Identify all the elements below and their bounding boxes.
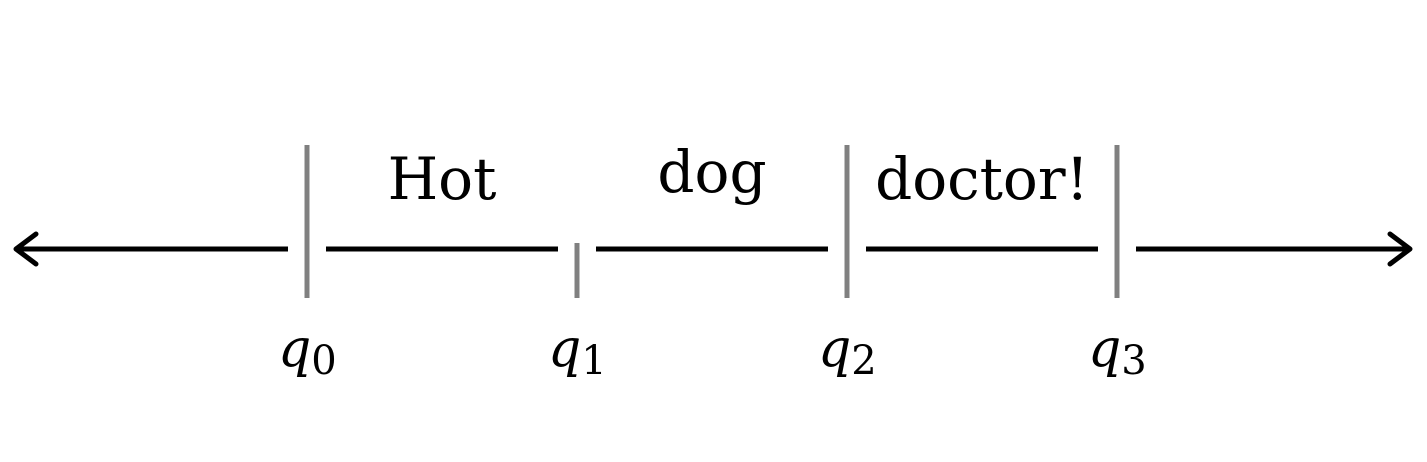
marker-symbol: q [278, 319, 311, 379]
marker-subscript: 1 [581, 338, 606, 384]
right-arrowhead-icon [1387, 231, 1413, 267]
marker-label-q3: q3 [1088, 319, 1147, 384]
marker-symbol: q [1088, 319, 1121, 379]
word-doctor: doctor! [875, 145, 1089, 213]
marker-subscript: 0 [311, 338, 336, 384]
word-hot: Hot [388, 145, 497, 213]
marker-symbol: q [548, 319, 581, 379]
marker-symbol: q [818, 319, 851, 379]
marker-subscript: 3 [1121, 338, 1146, 384]
marker-label-q1: q1 [548, 319, 607, 384]
word-dog: dog [657, 138, 766, 206]
marker-subscript: 2 [851, 338, 876, 384]
marker-label-q0: q0 [278, 319, 337, 384]
marker-label-q2: q2 [818, 319, 877, 384]
left-arrowhead-icon [13, 231, 39, 267]
